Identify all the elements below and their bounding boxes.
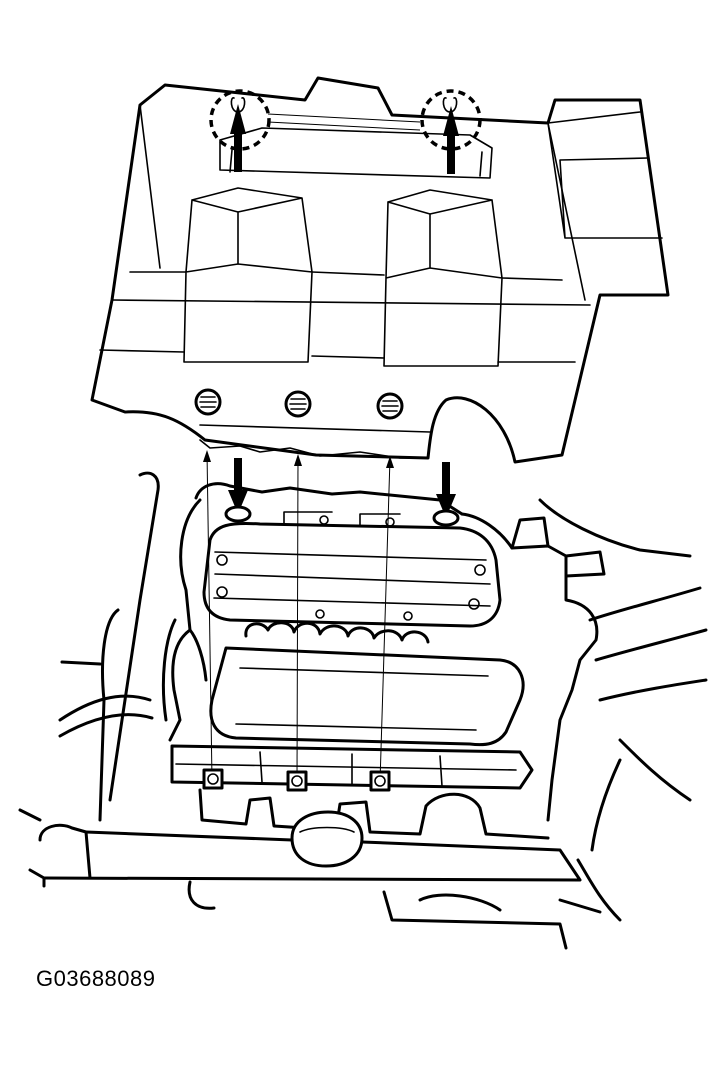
cover-nut-right <box>369 770 391 792</box>
guide-arrowhead-center-icon <box>294 454 302 466</box>
plenum-bolt-holes <box>216 515 486 621</box>
intake-runner-row <box>244 621 430 644</box>
guide-arrowhead-left-icon <box>203 450 211 462</box>
cover-nut-left <box>202 768 224 790</box>
engine-cover <box>90 76 670 464</box>
engine-cover-lower-lip <box>199 424 431 459</box>
figure-code: G03688089 <box>36 966 156 991</box>
press-arrow-right-icon <box>436 462 456 518</box>
right-bracket <box>460 512 599 822</box>
engine-cover-access-hole-left <box>194 388 222 416</box>
guide-line-left <box>206 451 213 781</box>
lift-arrow-left-icon <box>230 104 246 172</box>
engine-block-lower <box>42 876 602 950</box>
clip-highlight-circle-left <box>209 89 271 151</box>
engine-cover-access-hole-center <box>284 390 312 418</box>
engine-assembly <box>18 471 708 950</box>
removal-guides <box>203 450 456 783</box>
engine-cover-top-channel <box>219 127 493 179</box>
right-engine-mount <box>588 586 708 702</box>
lower-manifold-loop <box>209 646 525 747</box>
engine-block-right <box>576 758 622 922</box>
engine-cover-left-block <box>183 187 313 363</box>
left-hose-inner <box>161 618 208 722</box>
fuel-rail <box>170 744 534 790</box>
mount-grommet-left <box>224 505 252 523</box>
mount-grommet-right <box>432 509 460 527</box>
guide-line-right <box>379 457 391 783</box>
left-hose-outer <box>168 498 202 742</box>
engine-cover-right-block <box>383 189 503 367</box>
engine-cover-slot-line <box>267 113 421 131</box>
engine-side-left-outer <box>60 608 120 822</box>
lift-arrow-right-icon <box>443 106 459 174</box>
oil-filler-cap-ridge <box>299 826 355 833</box>
guide-arrowhead-right-icon <box>386 456 394 468</box>
right-firewall-edge <box>538 498 692 802</box>
fuel-rail-detail <box>175 751 517 787</box>
right-bracket-tab <box>510 516 606 578</box>
intake-plenum-ribs <box>213 551 491 607</box>
engine-cover-side-box <box>547 111 663 239</box>
engine-cover-body-bands <box>99 104 591 363</box>
plenum-top-edge <box>194 482 464 516</box>
lower-manifold-inner <box>235 667 489 731</box>
engine-side-left <box>108 471 160 802</box>
valve-cover-front <box>42 830 582 882</box>
intake-plenum-outline <box>202 521 502 628</box>
clip-highlight-circle-right <box>420 89 482 151</box>
engine-cover-outline <box>90 76 670 464</box>
oil-filler-cap <box>290 810 364 868</box>
cylinder-head-lower <box>198 788 550 840</box>
guide-line-center <box>296 455 299 783</box>
plenum-top-fins <box>283 511 401 527</box>
radiator-hose-left <box>58 694 154 738</box>
engine-cover-access-hole-right <box>376 392 404 420</box>
cover-nut-center <box>286 770 308 792</box>
radiator-edge-left <box>18 808 46 880</box>
valve-cover-left-end <box>38 823 92 880</box>
